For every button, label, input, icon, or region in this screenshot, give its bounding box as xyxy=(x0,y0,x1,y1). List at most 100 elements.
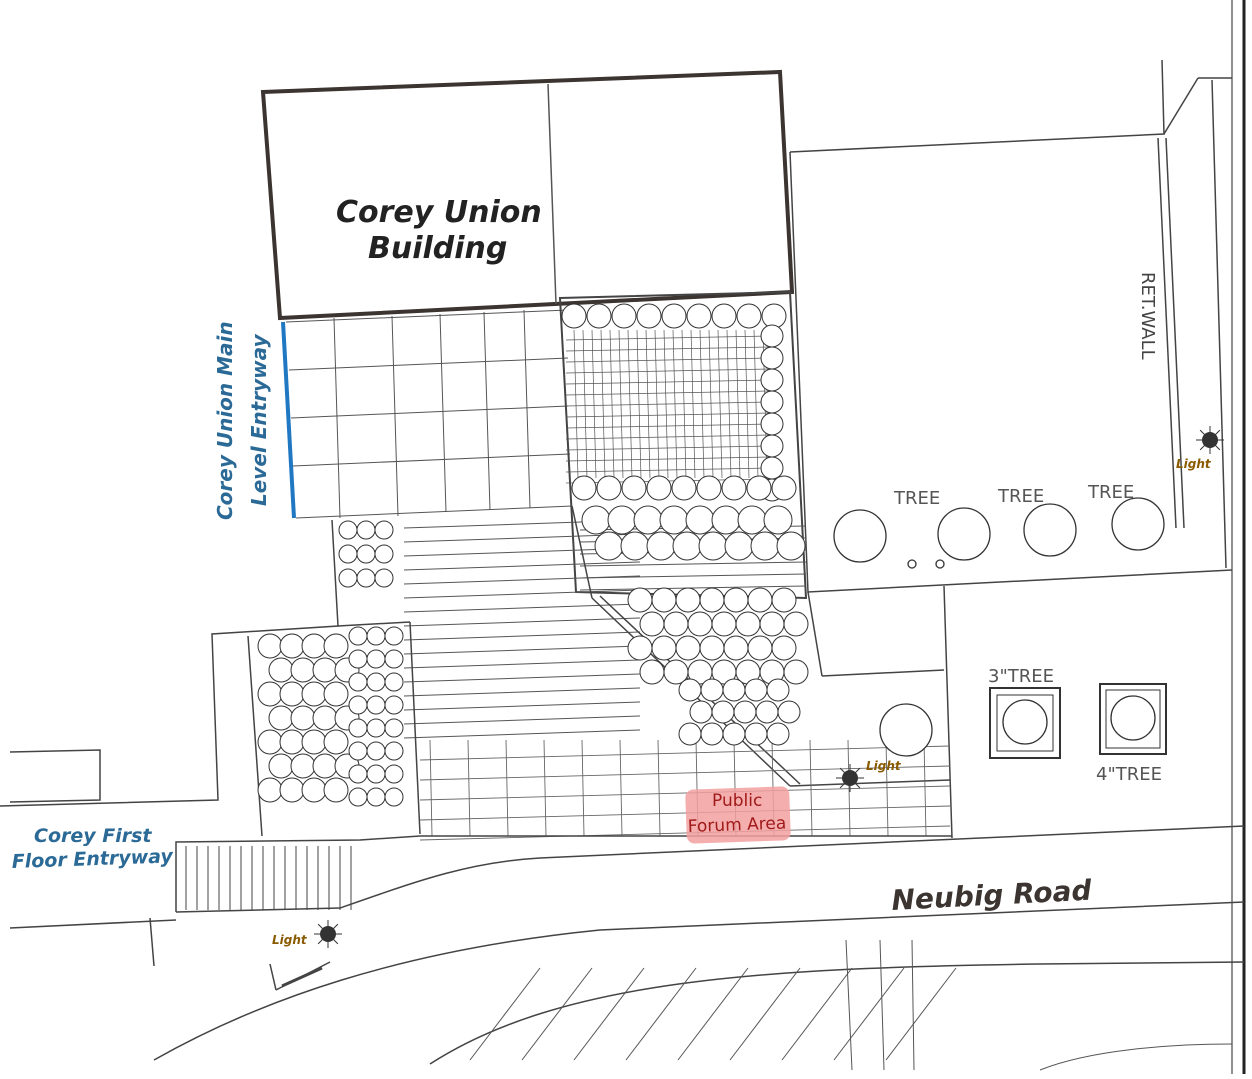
shrub xyxy=(384,626,404,646)
shrub xyxy=(755,700,779,724)
shrub xyxy=(685,505,715,535)
shrub xyxy=(672,531,702,561)
shrub xyxy=(711,303,737,329)
hatch-line xyxy=(565,357,771,363)
light-label-center: Light xyxy=(866,759,902,773)
hatch-line xyxy=(565,434,771,440)
shrub xyxy=(651,635,677,661)
east-plaza-trees xyxy=(833,497,1165,757)
shrub xyxy=(724,531,754,561)
sheet-border xyxy=(1231,0,1246,1074)
parking-stripe xyxy=(833,967,905,1061)
shrub xyxy=(257,681,283,707)
parking-stripe xyxy=(845,939,853,1071)
shrub xyxy=(747,635,773,661)
hatch-line xyxy=(708,329,714,479)
shrub xyxy=(639,659,665,685)
shrub xyxy=(268,657,294,683)
shrub xyxy=(366,672,386,692)
shrub xyxy=(301,633,327,659)
hatch-line xyxy=(565,390,771,396)
shrub xyxy=(636,303,662,329)
building-label-line1: Corey Union xyxy=(336,195,542,230)
courtyard-paving-grid xyxy=(285,309,573,519)
shrub xyxy=(750,531,780,561)
shrub xyxy=(257,729,283,755)
stair-tread xyxy=(403,589,641,599)
shrub xyxy=(290,705,316,731)
shrub xyxy=(633,505,663,535)
shrub xyxy=(686,303,712,329)
light-icon xyxy=(1196,426,1224,454)
parking-stripes xyxy=(469,939,1233,1071)
shrub xyxy=(586,303,612,329)
parking-stripe xyxy=(677,967,749,1061)
shrub xyxy=(268,753,294,779)
shrub xyxy=(366,695,386,715)
shrub xyxy=(384,764,404,784)
shrub xyxy=(761,303,787,329)
corey-union-building xyxy=(260,69,795,321)
paving-line xyxy=(419,825,951,841)
hatch-line xyxy=(565,379,771,385)
shrub xyxy=(338,544,358,564)
stair-tread xyxy=(403,617,641,627)
stair-tread xyxy=(403,645,641,655)
hatch-line xyxy=(565,423,771,429)
shrub xyxy=(711,505,741,535)
shrub xyxy=(687,611,713,637)
shrub xyxy=(366,764,386,784)
light-label-southwest: Light xyxy=(272,933,308,947)
shrub xyxy=(783,659,809,685)
shrub xyxy=(671,475,697,501)
hatch-line xyxy=(565,456,771,462)
tree-label-3: TREE xyxy=(1087,482,1134,503)
paving-line xyxy=(543,739,547,837)
shrub xyxy=(257,777,283,803)
stair-tread xyxy=(403,687,641,697)
hatch-line xyxy=(735,329,741,479)
paving-line xyxy=(467,739,471,837)
hatch-line xyxy=(565,445,771,451)
shrub xyxy=(384,695,404,715)
hatch-line xyxy=(565,401,771,407)
hatch-line xyxy=(582,329,588,479)
hatch-line xyxy=(726,329,732,479)
paving-line xyxy=(419,805,951,821)
shrub xyxy=(348,718,368,738)
hatch-line xyxy=(600,329,606,479)
stair-tread xyxy=(403,631,641,641)
hatch-line xyxy=(753,329,759,479)
shrub xyxy=(759,611,785,637)
paving-line xyxy=(923,739,927,837)
paving-line xyxy=(657,739,661,837)
shrub xyxy=(290,657,316,683)
shrub xyxy=(723,587,749,613)
retaining-wall-label: RET.WALL xyxy=(1137,272,1158,360)
shrub xyxy=(698,531,728,561)
shrub xyxy=(384,718,404,738)
hatch-line xyxy=(645,329,651,479)
building-label-line2: Building xyxy=(368,231,507,266)
shrub xyxy=(766,678,790,702)
shrub xyxy=(279,729,305,755)
first-floor-stairs xyxy=(185,846,352,910)
main-entry-label-line2: Level Entryway xyxy=(247,334,271,506)
shrub xyxy=(611,303,637,329)
shrub xyxy=(356,544,376,564)
paving-line xyxy=(885,739,889,837)
shrub xyxy=(348,741,368,761)
shrub xyxy=(279,681,305,707)
shrub xyxy=(711,611,737,637)
parking-stripe xyxy=(911,939,915,1071)
shrub xyxy=(620,531,650,561)
shrub xyxy=(675,635,701,661)
shrub xyxy=(594,531,624,561)
shrub xyxy=(348,787,368,807)
shrub xyxy=(571,475,597,501)
light-bulb xyxy=(320,926,336,942)
shrub xyxy=(721,475,747,501)
shrub xyxy=(366,649,386,669)
hatch-line xyxy=(663,329,669,479)
